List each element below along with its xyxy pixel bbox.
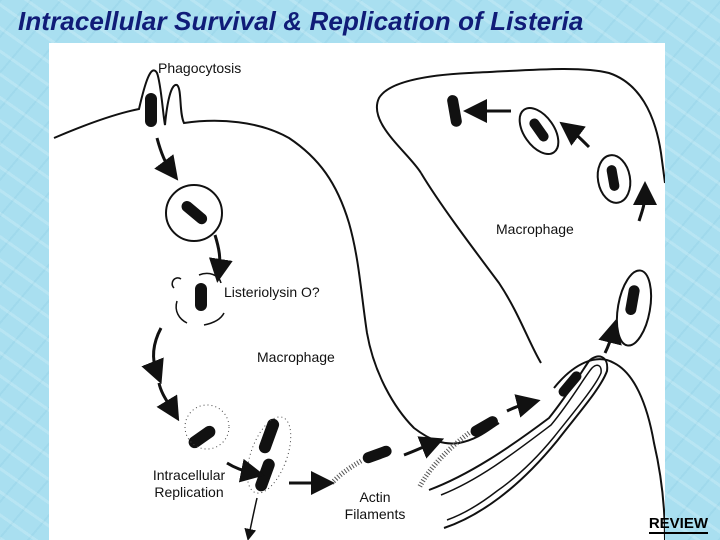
neighbour-cell-membrane [553,358,665,540]
review-link[interactable]: REVIEW [648,515,708,534]
replication-line2: Replication [154,484,224,500]
actin-line2: Filaments [344,506,406,522]
label-phagocytosis: Phagocytosis [158,60,242,76]
label-actin-filaments: Actin Filaments [335,489,415,523]
diagram-panel: Phagocytosis Macrophage Listeriolysin O?… [49,43,665,540]
arrow-13 [244,497,258,540]
right-macrophage-membrane [376,67,665,184]
actin-tail-2 [416,431,471,490]
label-intracellular-replication: Intracellular Replication [141,467,237,501]
vacuole-fragment-3 [175,300,188,324]
bacterium-actin-2 [470,416,498,437]
label-listeriolysin: Listeriolysin O? [224,284,320,300]
arrow-2 [208,234,233,283]
listeria-lifecycle-diagram [53,67,665,540]
actin-halo-1 [184,404,230,450]
secondary-vacuole-1 [615,269,653,347]
arrow-9 [598,319,622,354]
phagosome [165,184,223,242]
arrow-3 [141,327,164,385]
actin-halo-2 [246,416,292,494]
bacterium-replicating-1 [258,418,280,454]
bacterium-actin-1 [362,445,392,464]
bacterium-phagosome [181,201,208,225]
bacterium-vacuole-3 [529,118,549,142]
bacterium-lysis [195,283,207,311]
arrow-5 [226,458,265,483]
arrow-8 [506,394,541,418]
vacuole-fragment-4 [203,312,225,326]
label-macrophage-right: Macrophage [496,221,574,237]
replication-line1: Intracellular [152,467,226,483]
arrow-11 [559,121,591,149]
arrow-4 [156,382,180,422]
slide-title: Intracellular Survival & Replication of … [18,6,584,36]
bacterium-free-right [447,95,462,127]
bacterium-cytosol-1 [188,425,216,449]
arrow-7 [403,436,445,459]
protrusion-membrane-inner [440,364,602,521]
actin-line1: Actin [359,489,391,505]
protrusion-membrane-outer [428,355,609,529]
vacuole-fragment-2 [198,272,222,284]
secondary-vacuole-2 [596,154,632,204]
label-macrophage-left: Macrophage [257,349,335,365]
vacuole-fragment-1 [171,277,182,289]
bacterium-replicating-2 [255,458,275,492]
actin-tail-1 [330,458,363,485]
bacterium-vacuole-1 [625,285,640,315]
arrow-10 [632,181,657,222]
bacterium-phagocytosis [145,93,157,127]
bacterium-vacuole-2 [606,165,620,191]
right-macrophage-membrane-lower [420,172,542,364]
bacterium-protrusion [558,371,582,397]
arrow-1 [154,137,179,181]
left-macrophage-membrane [53,69,500,445]
secondary-vacuole-3 [518,107,560,155]
